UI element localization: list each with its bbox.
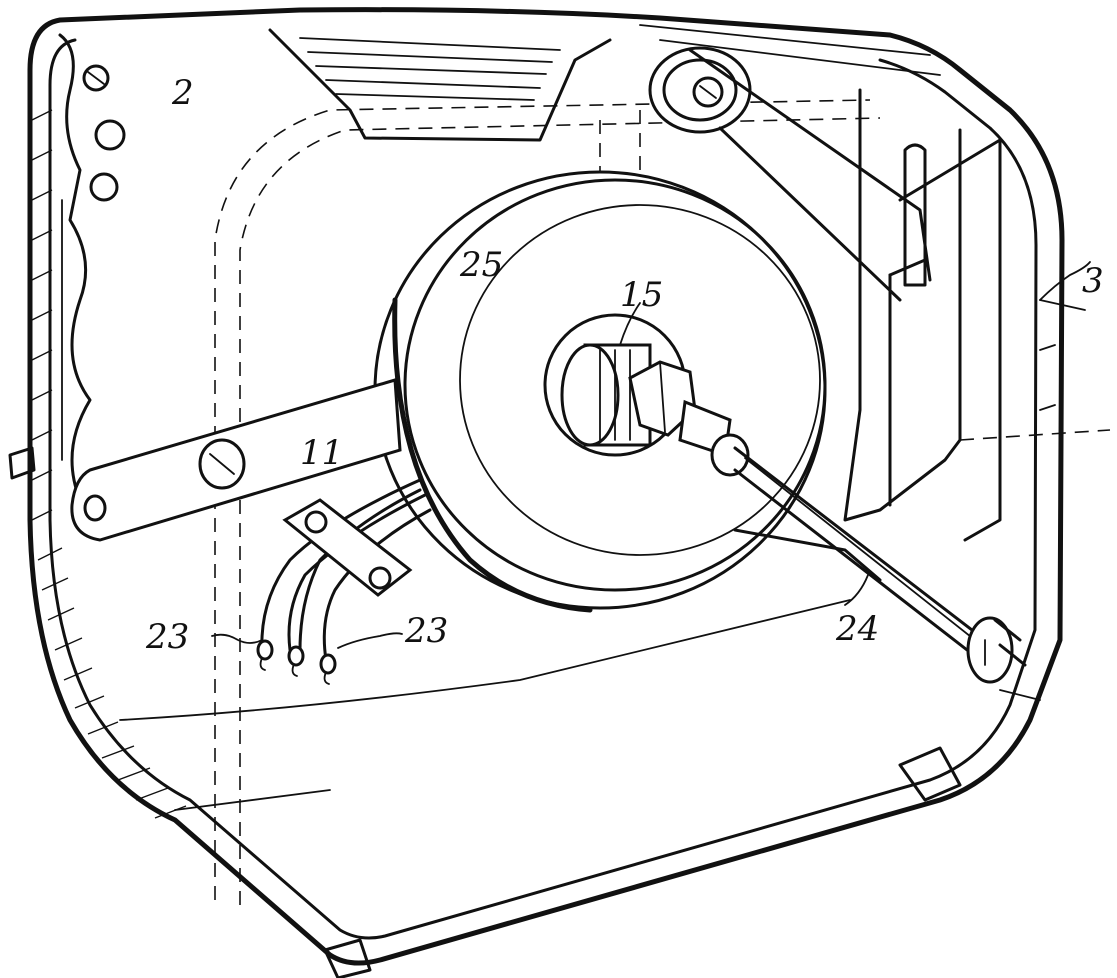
hole-upper xyxy=(94,119,126,151)
leader-15 xyxy=(619,302,641,346)
screw-slot xyxy=(87,71,105,85)
leader-lines xyxy=(211,261,1091,649)
housing-shell xyxy=(27,7,1065,966)
wires xyxy=(256,478,432,685)
foot-left xyxy=(8,446,36,480)
label-rod: 24 xyxy=(835,609,879,649)
rod xyxy=(733,446,1027,684)
left-wall-hatching xyxy=(31,109,187,819)
floor-and-feet xyxy=(8,446,1041,978)
hole-lower xyxy=(89,172,119,202)
leader-23-right xyxy=(337,632,403,649)
disc-assembly xyxy=(373,170,1027,684)
leader-23-left xyxy=(211,633,263,644)
label-wire-left: 23 xyxy=(145,617,189,657)
pulley xyxy=(648,46,932,302)
foot-bottom xyxy=(323,938,372,978)
label-disc: 25 xyxy=(459,245,503,285)
hub xyxy=(560,343,750,477)
disc-face xyxy=(403,178,827,592)
label-housing: 2 xyxy=(171,73,194,113)
leader-3 xyxy=(1039,261,1091,301)
label-cover-edge: 3 xyxy=(1082,261,1104,301)
label-wire-right: 23 xyxy=(404,611,448,651)
leader-24 xyxy=(844,574,869,606)
foot-right xyxy=(898,746,962,802)
label-arm: 11 xyxy=(300,433,343,473)
label-hub: 15 xyxy=(620,275,663,315)
right-bracket xyxy=(843,88,1056,542)
disc-ring xyxy=(459,204,821,556)
mounting-holes xyxy=(82,64,126,202)
arm xyxy=(70,378,402,542)
reference-numerals: 2 3 11 15 23 23 24 25 xyxy=(145,73,1104,657)
